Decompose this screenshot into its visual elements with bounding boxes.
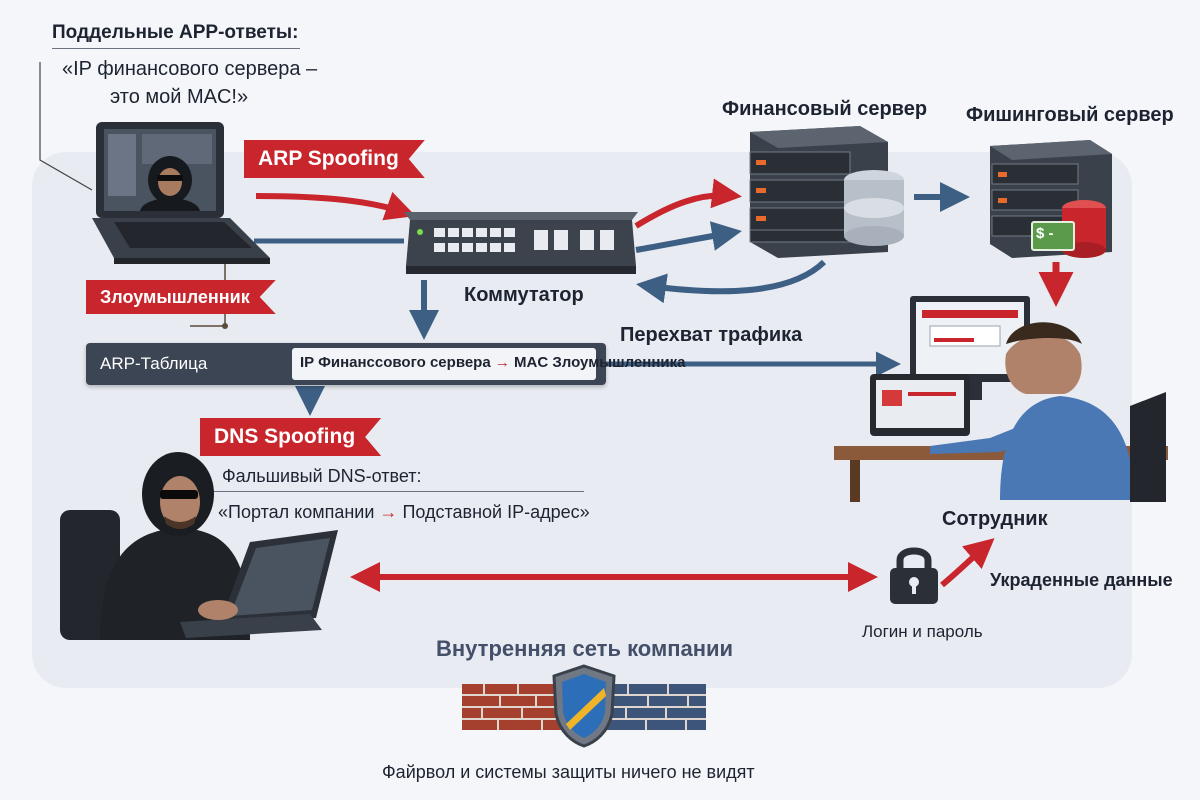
arp-entry-ip: IP Финанссового сервера [300, 354, 491, 371]
arp-spoofing-banner: ARP Spoofing [244, 140, 425, 178]
stolen-data-label: Украденные данные [990, 570, 1173, 590]
fake-dns-quote-ip: Подставной IP-адрес» [402, 502, 590, 522]
dns-spoofing-banner: DNS Spoofing [200, 418, 381, 456]
fake-dns-title: Фальшивый DNS-ответ: [222, 466, 422, 486]
arp-attack-arrow [255, 191, 416, 221]
fake-arp-quote-line2: это мой MAC!» [110, 86, 249, 108]
phishing-money-badge: $ - [1036, 225, 1054, 242]
fake-arp-underline [52, 48, 300, 49]
network-switch-icon [404, 212, 638, 274]
arp-entry-mac: MAC Злоумышленника [514, 354, 686, 371]
arp-table-title: ARP-Таблица [100, 354, 208, 373]
traffic-intercept-label: Перехват трафика [620, 324, 803, 346]
employee-label: Сотрудник [942, 508, 1048, 530]
phishing-server-label: Фишинговый сервер [966, 104, 1174, 126]
phishing-server-icon [990, 140, 1112, 258]
arp-entry-arrow-icon: → [494, 354, 510, 371]
attacker-banner: Злоумышленник [86, 280, 276, 314]
network-label: Внутренняя сеть компании [436, 636, 734, 661]
firewall-icon [462, 664, 706, 748]
switch-to-finance-red-arrow [634, 178, 742, 229]
arp-table-entry: IP Финанссового сервера → MAC Злоумышлен… [292, 348, 685, 380]
hooded-hacker-icon [60, 452, 338, 640]
attacker-laptop-icon [92, 122, 270, 264]
fake-dns-underline [212, 491, 584, 492]
padlock-icon [890, 547, 938, 604]
fake-dns-quote: «Портал компании → Подставной IP-адрес» [218, 502, 590, 523]
fake-dns-arrow-icon: → [379, 502, 398, 522]
fake-dns-quote-portal: «Портал компании [218, 502, 375, 522]
employee-workstation-icon [834, 296, 1168, 502]
fake-arp-title: Поддельные АРР-ответы: [52, 22, 299, 43]
stolen-data-arrow [940, 538, 995, 588]
fake-arp-leader-line [39, 62, 93, 191]
switch-label: Коммутатор [464, 284, 584, 306]
arp-table: ARP-Таблица IP Финанссового сервера → MA… [86, 343, 685, 385]
fake-arp-quote-line1: «IP финансового сервера – [62, 58, 318, 80]
credentials-label: Логин и пароль [862, 622, 983, 641]
switch-to-finance-blue-arrow [635, 221, 742, 253]
finance-server-label: Финансовый сервер [722, 98, 928, 120]
firewall-caption: Файрвол и системы защиты ничего не видят [382, 762, 755, 782]
finance-to-switch-return-arrow [636, 259, 827, 304]
finance-server-icon [749, 126, 904, 258]
